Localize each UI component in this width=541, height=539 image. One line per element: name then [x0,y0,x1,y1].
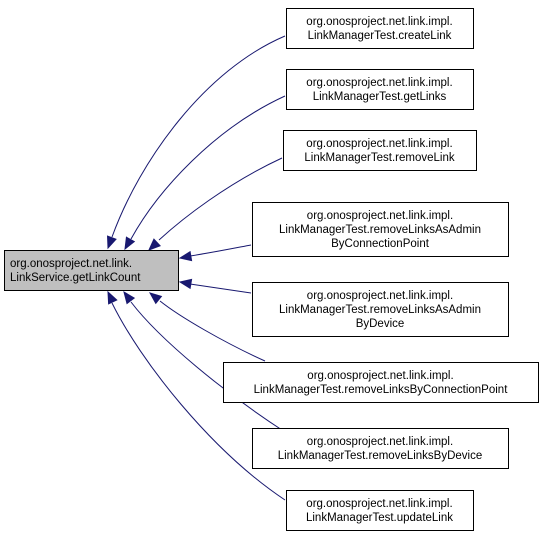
call-edges [107,35,286,501]
node-label-line: org.onosproject.net.link.impl. [307,290,453,302]
node-label-line: LinkManagerTest.removeLink [304,152,454,164]
node-label-line: ByDevice [356,318,405,330]
arrowhead-n1 [107,235,117,250]
caller-node-n7[interactable]: org.onosproject.net.link.impl. LinkManage… [252,428,509,469]
node-label-line: org.onosproject.net.link.impl. [306,16,452,28]
node-box [4,250,179,291]
node-label-line: org.onosproject.net.link.impl. [307,370,453,382]
edge-n3-to-target [158,157,283,241]
node-box [286,69,474,110]
arrowhead-n3 [148,238,161,251]
node-box [283,130,477,171]
node-label-line: LinkManagerTest.removeLinksAsAdmin [279,224,481,236]
caller-node-n3[interactable]: org.onosproject.net.link.impl. LinkManage… [283,130,477,171]
graph-nodes: org.onosproject.net.link. LinkService.get… [4,8,539,531]
node-box [286,8,474,49]
node-box [252,202,509,257]
node-label-line: LinkService.getLinkCount [10,272,141,284]
edge-n7-to-target [130,301,286,433]
node-label-line: org.onosproject.net.link.impl. [306,138,452,150]
edge-n5-to-target [189,283,252,294]
node-label-line: org.onosproject.net.link.impl. [306,77,452,89]
caller-node-n4[interactable]: org.onosproject.net.link.impl. LinkManage… [252,202,509,257]
edge-n8-to-target [111,302,286,501]
arrowhead-n4 [178,250,193,262]
node-box [223,362,539,403]
node-label-line: LinkManagerTest.createLink [308,30,452,42]
node-label-line: LinkManagerTest.removeLinksByConnectionP… [254,384,509,396]
caller-node-n2[interactable]: org.onosproject.net.link.impl. LinkManage… [286,69,474,110]
edge-n2-to-target [130,95,286,240]
node-label-line: LinkManagerTest.getLinks [313,91,447,103]
target-node[interactable]: org.onosproject.net.link. LinkService.get… [4,250,179,291]
caller-node-n5[interactable]: org.onosproject.net.link.impl. LinkManage… [252,282,509,337]
node-label-line: LinkManagerTest.removeLinksByDevice [278,450,483,462]
node-label-line: LinkManagerTest.updateLink [306,512,453,524]
caller-node-n6[interactable]: org.onosproject.net.link.impl. LinkManage… [223,362,539,403]
edge-n4-to-target [189,244,252,257]
edge-n1-to-target [111,35,286,238]
node-label-line: org.onosproject.net.link.impl. [307,436,453,448]
node-label-line: org.onosproject.net.link.impl. [306,498,452,510]
node-label-line: org.onosproject.net.link. [10,258,132,270]
node-label-line: LinkManagerTest.removeLinksAsAdmin [279,304,481,316]
arrowhead-n8 [107,290,118,305]
node-box [252,282,509,337]
caller-node-n8[interactable]: org.onosproject.net.link.impl. LinkManage… [286,490,474,531]
arrowhead-n7 [123,290,136,305]
arrowhead-n2 [124,236,136,251]
caller-node-n1[interactable]: org.onosproject.net.link.impl. LinkManage… [286,8,474,49]
edge-n6-to-target [159,300,266,362]
node-box [252,428,509,469]
arrowhead-n5 [178,278,193,290]
node-label-line: ByConnectionPoint [331,238,430,250]
node-label-line: org.onosproject.net.link.impl. [307,210,453,222]
arrowhead-n6 [148,292,163,305]
node-box [286,490,474,531]
